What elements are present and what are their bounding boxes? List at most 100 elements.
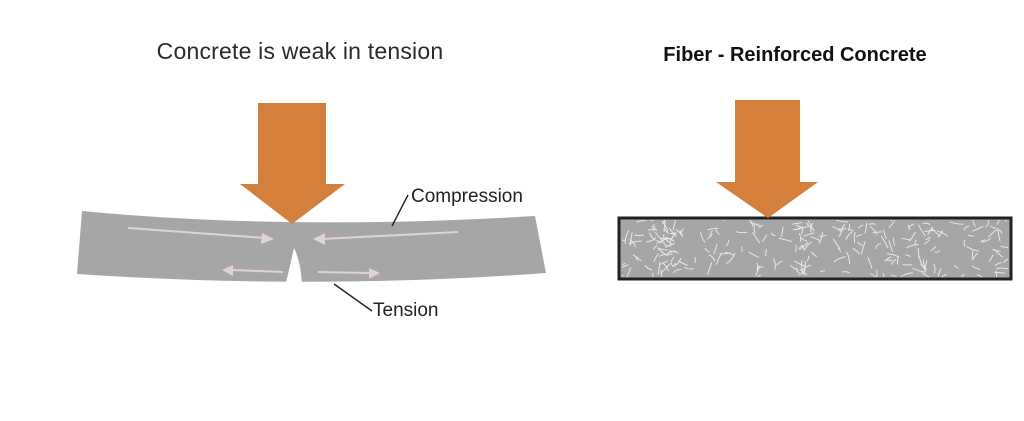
fiber-strand: [884, 256, 892, 262]
fiber-strand: [644, 265, 653, 271]
fiber-strand: [810, 222, 814, 233]
fiber-strand: [707, 227, 719, 231]
fiber-strand: [798, 244, 804, 250]
fiber-strand: [847, 228, 854, 232]
fiber-strand: [963, 225, 970, 231]
fiber-strand: [706, 262, 713, 275]
fiber-strand: [804, 241, 812, 251]
fiber-strand: [892, 237, 895, 246]
fiber-strand: [918, 256, 925, 270]
fiber-strand: [907, 224, 910, 230]
fiber-strand: [832, 238, 841, 249]
fiber-strand: [719, 252, 729, 255]
tension-arrows: [222, 265, 380, 279]
fiber-strand: [888, 220, 896, 228]
fiber-strand: [632, 254, 638, 261]
fiber-strand: [1005, 220, 1007, 222]
fiber-strand: [652, 245, 658, 250]
fiber-strand: [949, 221, 964, 225]
fiber-strand: [761, 234, 768, 242]
fiber-strand: [857, 224, 864, 229]
fiber-strand: [905, 254, 911, 257]
fiber-strand: [649, 220, 654, 222]
fiber-strand: [668, 227, 677, 238]
fiber-strand: [880, 235, 889, 249]
fiber-strand: [653, 253, 659, 263]
fiber-strand: [675, 228, 683, 236]
fiber-strand: [818, 234, 827, 237]
fiber-strand: [748, 251, 760, 258]
fiber-strand: [799, 242, 809, 250]
fiber-strand: [853, 231, 856, 243]
fiber-strand: [801, 244, 805, 251]
fiber-strand: [704, 247, 710, 253]
fiber-strand: [624, 230, 630, 244]
fiber-strand: [994, 262, 1002, 266]
fiber-strand: [700, 231, 706, 243]
fiber-strand: [907, 223, 915, 229]
fiber-strand: [845, 251, 851, 264]
fiber-strand: [770, 232, 776, 236]
fiber-strand: [800, 237, 808, 242]
fiber-strand: [997, 227, 1001, 242]
fiber-strand: [810, 251, 818, 258]
fiber-strand: [835, 220, 849, 223]
fiber-strand: [672, 262, 677, 268]
fiber-strand: [996, 220, 1001, 225]
fiber-strand: [781, 226, 784, 237]
fiber-strand: [820, 270, 826, 273]
fiber-strand: [833, 256, 846, 263]
fiber-strand: [635, 256, 642, 262]
fiber-strand: [921, 272, 931, 277]
fiber-strand: [937, 230, 949, 237]
fiber-strand: [882, 272, 885, 277]
fiber-strand: [750, 220, 754, 227]
fiber-strand: [735, 231, 748, 234]
fiber-strand: [934, 250, 941, 253]
fiber-strand: [752, 232, 761, 244]
fiber-strand: [845, 231, 853, 240]
fiber-strand: [629, 238, 636, 248]
fiber-strand: [922, 259, 928, 271]
fiber-strand: [988, 254, 994, 262]
fiber-strand: [663, 234, 666, 241]
fiber-strand: [912, 267, 926, 273]
fiber-strand: [802, 264, 811, 271]
fiber-strand: [672, 268, 682, 274]
fiber-strand: [937, 230, 943, 238]
fiber-strand: [740, 246, 743, 252]
fiber-strand: [708, 254, 716, 262]
fiber-strand: [798, 269, 806, 276]
fiber-strand: [660, 269, 663, 277]
load-arrow-right: [716, 100, 818, 218]
fiber-strand: [662, 220, 666, 224]
fiber-strand: [791, 222, 802, 225]
fiber-strand: [980, 239, 986, 243]
fiber-strand: [989, 225, 997, 230]
fiber-strand: [867, 257, 873, 269]
fiber-strand: [890, 258, 897, 265]
fiber-strand: [981, 238, 991, 243]
fiber-strand: [659, 260, 669, 265]
fiber-strand: [900, 272, 914, 277]
fiber-strand: [930, 246, 937, 252]
fiber-texture: [622, 220, 1008, 277]
fiber-strand: [725, 240, 730, 247]
fiber-strand: [925, 236, 931, 241]
fiber-strand: [810, 236, 822, 242]
fiber-strand: [976, 274, 984, 277]
fiber-strand: [668, 243, 676, 246]
fiber-strand: [669, 231, 676, 243]
fiber-strand: [886, 253, 900, 258]
fiber-strand: [726, 252, 736, 265]
fiber-strand: [645, 237, 657, 243]
fiber-strand: [953, 265, 959, 269]
fiber-strand: [966, 246, 980, 252]
fiber-strand: [765, 248, 767, 257]
load-arrow-left: [240, 103, 345, 224]
fiber-strand: [792, 228, 801, 231]
fiber-strand: [622, 274, 624, 277]
fiber-strand: [663, 220, 666, 232]
fiber-strand: [622, 264, 629, 268]
fiber-strand: [855, 234, 863, 238]
